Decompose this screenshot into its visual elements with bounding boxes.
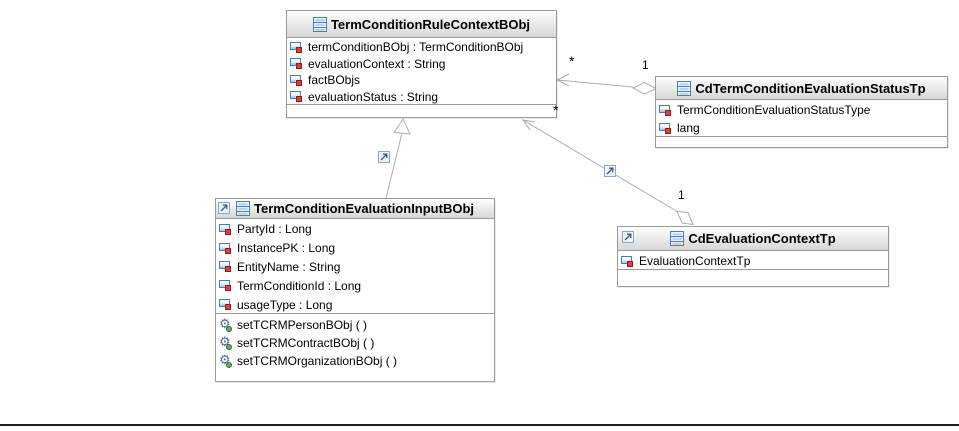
class-icon xyxy=(670,231,685,246)
connector-decoration-icon[interactable] xyxy=(604,165,616,177)
attributes-compartment: termConditionBObj : TermConditionBObj ev… xyxy=(287,38,556,105)
private-attribute-icon xyxy=(219,279,233,292)
private-attribute-icon xyxy=(219,242,233,255)
expand-decoration-icon[interactable] xyxy=(622,231,634,243)
private-attribute-icon xyxy=(290,74,304,87)
attribute-row[interactable]: TermConditionEvaluationStatusType xyxy=(656,101,947,119)
class-box-cdevaluationcontexttp[interactable]: CdEvaluationContextTp EvaluationContextT… xyxy=(617,226,889,287)
public-method-icon: ⚙ xyxy=(219,316,232,332)
private-attribute-icon xyxy=(219,260,233,273)
multiplicity-label: * xyxy=(569,53,575,69)
attribute-row[interactable]: evaluationContext : String xyxy=(287,56,556,73)
attribute-label: factBObjs xyxy=(308,73,361,88)
operations-compartment xyxy=(618,270,888,286)
operations-compartment xyxy=(656,137,947,147)
class-header[interactable]: TermConditionRuleContextBObj xyxy=(287,11,556,38)
connector-decoration-icon[interactable] xyxy=(378,151,390,163)
multiplicity-label: 1 xyxy=(642,58,649,72)
attribute-row[interactable]: TermConditionId : Long xyxy=(216,276,494,295)
public-method-icon: ⚙ xyxy=(219,352,232,368)
private-attribute-icon xyxy=(290,41,304,54)
attributes-compartment: PartyId : Long InstancePK : Long EntityN… xyxy=(216,219,494,314)
attributes-compartment: EvaluationContextTp xyxy=(618,251,888,270)
attribute-label: usageType : Long xyxy=(237,297,333,312)
private-attribute-icon xyxy=(219,223,233,236)
attribute-label: evaluationContext : String xyxy=(308,56,446,71)
class-title: TermConditionRuleContextBObj xyxy=(330,16,531,32)
method-label: setTCRMPersonBObj ( ) xyxy=(237,318,368,332)
private-attribute-icon xyxy=(659,122,673,135)
class-title: TermConditionEvaluationInputBObj xyxy=(253,201,475,216)
attribute-row[interactable]: EntityName : String xyxy=(216,258,494,277)
attribute-label: termConditionBObj : TermConditionBObj xyxy=(308,40,524,55)
class-icon xyxy=(312,16,327,32)
attribute-row[interactable]: termConditionBObj : TermConditionBObj xyxy=(287,39,556,56)
private-attribute-icon xyxy=(219,298,233,311)
private-attribute-icon xyxy=(659,104,673,117)
class-box-termconditionevaluationinputbobj[interactable]: TermConditionEvaluationInputBObj PartyId… xyxy=(215,198,495,382)
class-title: CdEvaluationContextTp xyxy=(688,231,836,246)
attributes-compartment: TermConditionEvaluationStatusType lang xyxy=(656,100,947,137)
class-box-cdtermconditionevaluationstatustp[interactable]: CdTermConditionEvaluationStatusTp TermCo… xyxy=(655,76,948,148)
operations-compartment: ⚙ setTCRMPersonBObj ( ) ⚙ setTCRMContrac… xyxy=(216,314,494,381)
attribute-label: EntityName : String xyxy=(237,259,341,274)
class-box-termconditionrulecontextbobj[interactable]: TermConditionRuleContextBObj termConditi… xyxy=(286,10,557,118)
attribute-row[interactable]: evaluationStatus : String xyxy=(287,89,556,106)
attribute-row[interactable]: factBObjs xyxy=(287,72,556,89)
class-title: CdTermConditionEvaluationStatusTp xyxy=(695,80,926,96)
class-icon xyxy=(235,201,250,216)
attribute-label: TermConditionEvaluationStatusType xyxy=(677,103,871,117)
class-icon xyxy=(677,80,692,96)
class-header[interactable]: CdTermConditionEvaluationStatusTp xyxy=(656,77,947,100)
class-header[interactable]: CdEvaluationContextTp xyxy=(618,227,888,251)
private-attribute-icon xyxy=(621,255,635,268)
private-attribute-icon xyxy=(290,57,304,70)
method-row[interactable]: ⚙ setTCRMContractBObj ( ) xyxy=(216,334,494,352)
attribute-row[interactable]: usageType : Long xyxy=(216,295,494,314)
attribute-row[interactable]: lang xyxy=(656,119,947,137)
method-label: setTCRMContractBObj ( ) xyxy=(237,336,375,350)
operations-compartment xyxy=(287,105,556,117)
multiplicity-label: * xyxy=(553,102,559,118)
aggregation-line-status[interactable] xyxy=(555,73,658,95)
attribute-label: TermConditionId : Long xyxy=(237,278,362,293)
horizontal-rule xyxy=(0,424,959,426)
attribute-label: lang xyxy=(677,121,700,135)
attribute-row[interactable]: PartyId : Long xyxy=(216,220,494,239)
multiplicity-label: 1 xyxy=(678,188,685,202)
attribute-label: evaluationStatus : String xyxy=(308,89,439,104)
method-row[interactable]: ⚙ setTCRMOrganizationBObj ( ) xyxy=(216,352,494,370)
method-label: setTCRMOrganizationBObj ( ) xyxy=(237,354,398,368)
public-method-icon: ⚙ xyxy=(219,334,232,350)
attribute-row[interactable]: EvaluationContextTp xyxy=(618,252,888,270)
attribute-row[interactable]: InstancePK : Long xyxy=(216,239,494,258)
attribute-label: PartyId : Long xyxy=(237,222,312,237)
method-row[interactable]: ⚙ setTCRMPersonBObj ( ) xyxy=(216,316,494,334)
attribute-label: InstancePK : Long xyxy=(237,241,336,256)
expand-decoration-icon[interactable] xyxy=(218,202,230,214)
attribute-label: EvaluationContextTp xyxy=(639,254,751,268)
class-header[interactable]: TermConditionEvaluationInputBObj xyxy=(216,199,494,219)
private-attribute-icon xyxy=(290,90,304,103)
